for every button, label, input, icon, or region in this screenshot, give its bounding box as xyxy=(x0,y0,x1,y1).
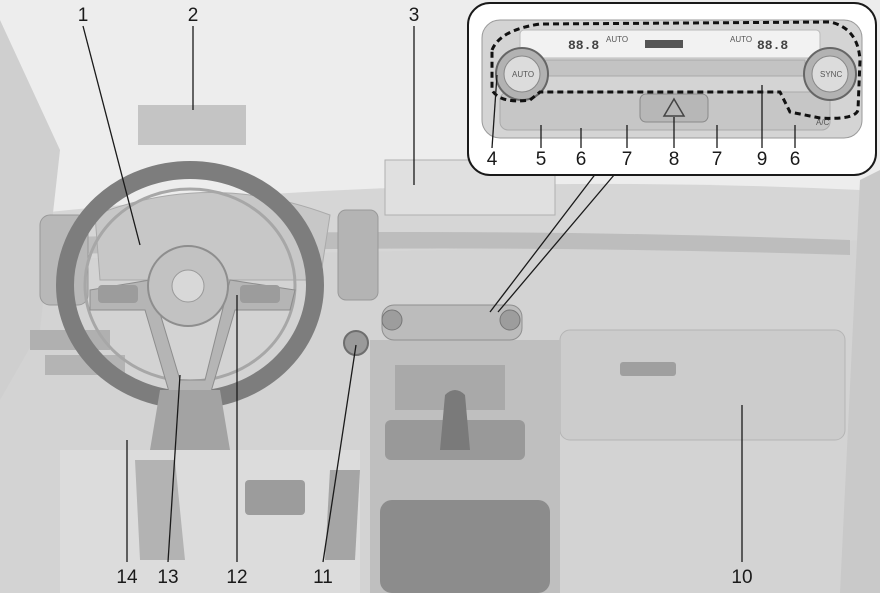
left-a-pillar xyxy=(0,20,60,400)
steering-left-switches xyxy=(98,285,138,303)
dash-knob-left xyxy=(381,309,403,331)
leader-13 xyxy=(167,374,181,563)
right-pillar xyxy=(840,170,880,593)
callout-6-left: 6 xyxy=(575,149,587,170)
zoom-line-right xyxy=(497,167,621,313)
knob-right-label: SYNC xyxy=(820,70,842,79)
gear-shifter xyxy=(440,390,470,450)
callout-8: 8 xyxy=(668,149,680,170)
auto-indicator-left: AUTO xyxy=(606,35,628,44)
leader-11 xyxy=(322,344,357,563)
console-armrest xyxy=(380,500,550,593)
highlight-dashed-outline xyxy=(490,20,862,120)
callout-7-right: 7 xyxy=(711,149,723,170)
hud-area xyxy=(138,105,246,145)
callout-1: 1 xyxy=(77,5,89,26)
callout-12: 12 xyxy=(226,567,248,588)
auto-indicator-right: AUTO xyxy=(730,35,752,44)
leader-4 xyxy=(491,74,498,149)
callout-2: 2 xyxy=(187,5,199,26)
hazard-icon xyxy=(662,97,686,117)
left-temp-display: 88.8 xyxy=(568,38,599,53)
right-temp-display: 88.8 xyxy=(757,38,788,53)
zoom-line-left xyxy=(489,167,601,313)
callout-3: 3 xyxy=(408,5,420,26)
steering-right-switches xyxy=(240,285,280,303)
callout-11: 11 xyxy=(313,567,333,588)
callout-10: 10 xyxy=(731,567,753,588)
glovebox-handle xyxy=(620,362,676,376)
leader-1 xyxy=(82,25,141,246)
glovebox xyxy=(559,329,846,441)
callout-4: 4 xyxy=(486,149,498,170)
callout-5: 5 xyxy=(535,149,547,170)
push-start-button xyxy=(343,330,369,356)
instrument-cluster xyxy=(94,192,331,281)
knob-left-inner xyxy=(503,55,541,93)
brake-pedal xyxy=(245,480,305,515)
fan-bar-indicator xyxy=(645,40,683,48)
knob-right-inner xyxy=(811,55,849,93)
knob-left-label: AUTO xyxy=(512,70,534,79)
center-vent xyxy=(337,209,379,301)
steering-column xyxy=(150,390,230,450)
inset-button-row xyxy=(544,59,806,77)
ac-button-label: A/C xyxy=(816,118,830,127)
callout-7-left: 7 xyxy=(621,149,633,170)
dash-knob-right xyxy=(499,309,521,331)
callout-9: 9 xyxy=(756,149,768,170)
steering-emblem xyxy=(171,269,205,303)
callout-14: 14 xyxy=(116,567,138,588)
callout-6-right: 6 xyxy=(789,149,801,170)
callout-13: 13 xyxy=(157,567,179,588)
leader-lines xyxy=(82,25,796,563)
